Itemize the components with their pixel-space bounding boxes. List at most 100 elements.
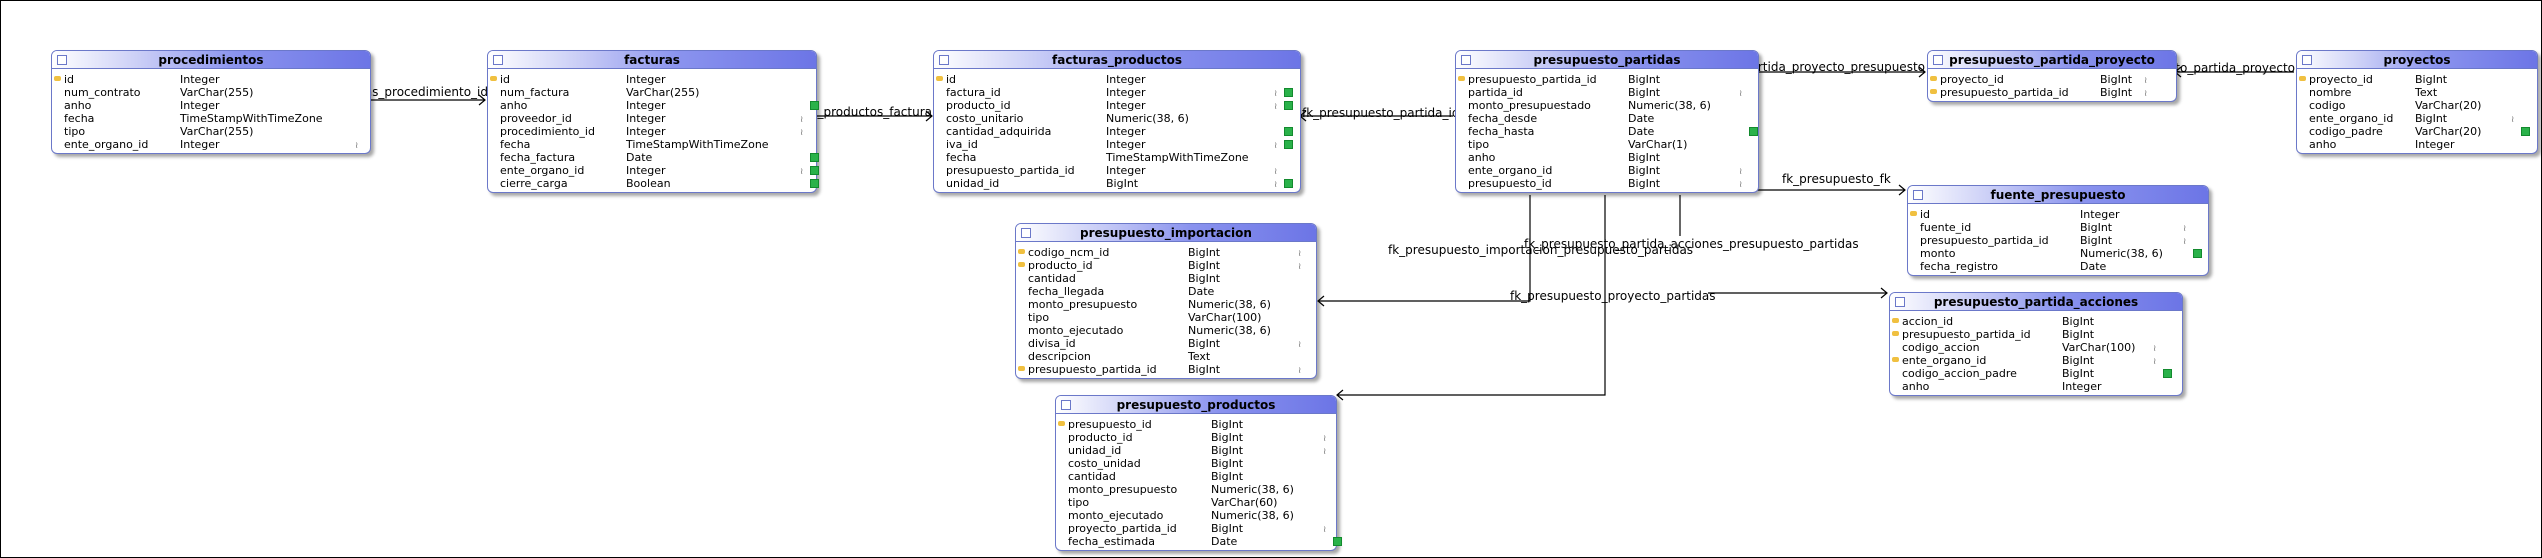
table-header[interactable]: presupuesto_partida_proyecto	[1928, 51, 2176, 69]
table-header[interactable]: presupuesto_partidas	[1456, 51, 1758, 69]
table-header[interactable]: presupuesto_partida_acciones	[1890, 293, 2182, 311]
relation-line[interactable]	[1337, 195, 1606, 396]
table-header[interactable]: fuente_presupuesto	[1908, 186, 2208, 204]
table-title: presupuesto_productos	[1116, 398, 1276, 412]
table-header[interactable]: facturas_productos	[934, 51, 1300, 69]
table-header[interactable]: presupuesto_importacion	[1016, 224, 1316, 242]
relation-line[interactable]	[1318, 195, 1531, 302]
table-icon	[1021, 228, 1031, 238]
table-header[interactable]: facturas	[488, 51, 816, 69]
table-header[interactable]: proyectos	[2297, 51, 2537, 69]
field-name: fecha	[500, 138, 531, 151]
table-header[interactable]: presupuesto_productos	[1056, 396, 1336, 414]
field-type: BigInt	[1211, 418, 1244, 431]
field-type: Integer	[2080, 208, 2120, 221]
table-header[interactable]: procedimientos	[52, 51, 370, 69]
